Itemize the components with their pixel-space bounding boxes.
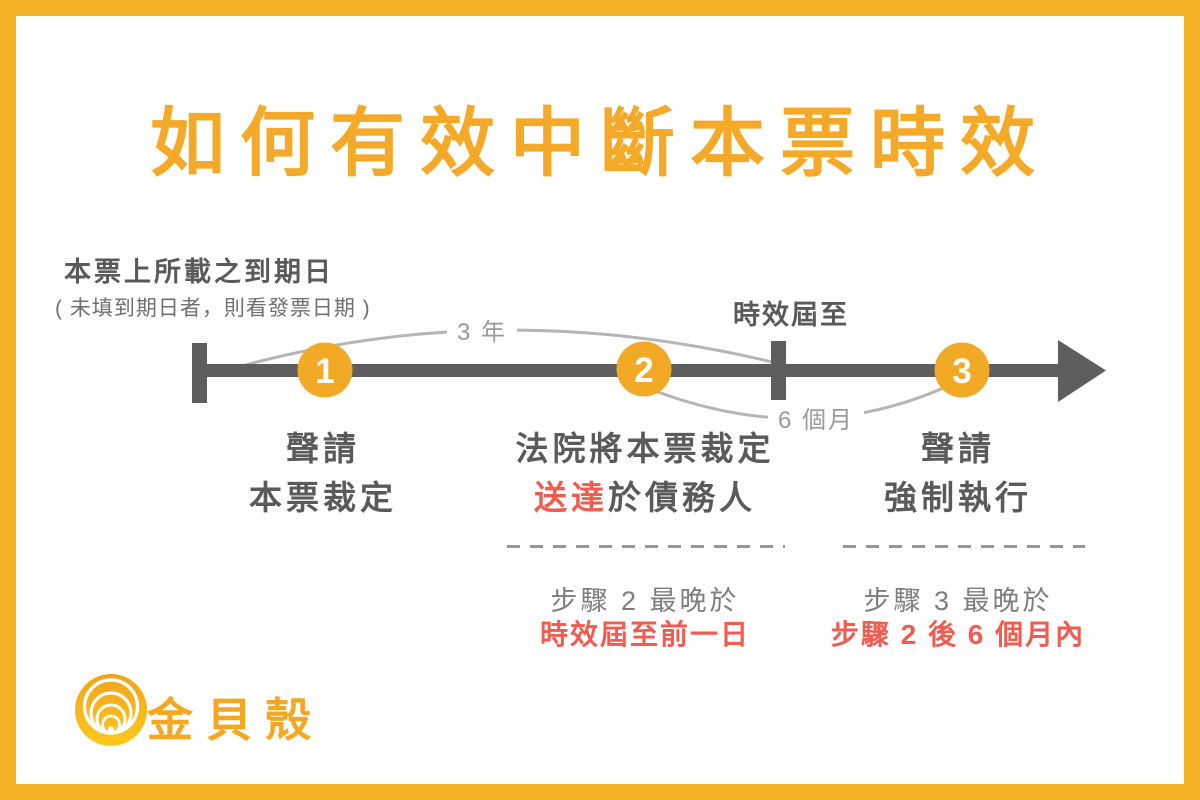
expiry-tick bbox=[771, 341, 786, 401]
step-3-title-line1: 聲請 bbox=[921, 430, 995, 467]
step-2-note-line2: 時效屆至前一日 bbox=[539, 619, 750, 650]
start-tick bbox=[192, 343, 207, 403]
step-2-title-line2-rest: 於債務人 bbox=[608, 479, 756, 516]
step-3-dashed-divider bbox=[843, 545, 1085, 548]
step-3-title: 聲請 強制執行 bbox=[813, 424, 1103, 522]
step-1-title: 聲請 本票裁定 bbox=[173, 424, 473, 522]
step-2-highlight: 送達 bbox=[534, 479, 608, 516]
page-title: 如何有效中斷本票時效 bbox=[149, 101, 1050, 185]
golden-shell-icon bbox=[75, 674, 147, 746]
timeline-origin-note: ( 未填到期日者，則看發票日期 ) bbox=[55, 297, 371, 320]
step-3-note-line2: 步驟 2 後 6 個月內 bbox=[830, 619, 1086, 650]
arrow-head-icon bbox=[1058, 340, 1106, 402]
step-2-title-line2: 送達於債務人 bbox=[475, 473, 815, 522]
step-1-title-line1: 聲請 bbox=[286, 430, 360, 467]
step-2-number: 2 bbox=[634, 351, 653, 390]
step-3-note-line1: 步驟 3 最晚於 bbox=[863, 586, 1053, 616]
step-2-dashed-divider bbox=[507, 545, 785, 548]
step-2-title: 法院將本票裁定 送達於債務人 bbox=[475, 424, 815, 522]
step-3-number: 3 bbox=[952, 352, 971, 391]
step-2-note-line1: 步驟 2 最晚於 bbox=[550, 586, 740, 616]
step-2-circle bbox=[616, 341, 672, 397]
step-1-number: 1 bbox=[315, 352, 334, 391]
span-3-years-label: 3 年 bbox=[447, 312, 518, 347]
step-2-title-line1: 法院將本票裁定 bbox=[515, 430, 775, 467]
step-3-circle bbox=[934, 342, 990, 398]
step-1-circle bbox=[297, 342, 353, 398]
timeline-origin-label: 本票上所載之到期日 bbox=[64, 257, 334, 287]
brand-name: 金貝殼 bbox=[147, 694, 324, 746]
step-1-title-line2: 本票裁定 bbox=[249, 479, 397, 516]
span-6-months-label: 6 個月 bbox=[768, 400, 865, 435]
timeline-expiry-label: 時效屆至 bbox=[733, 300, 849, 330]
step-3-title-line2: 強制執行 bbox=[884, 479, 1032, 516]
